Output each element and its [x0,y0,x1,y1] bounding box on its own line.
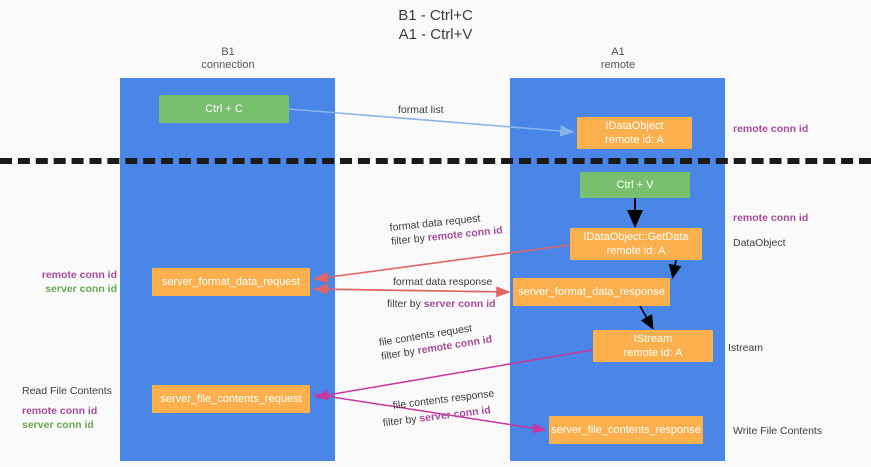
node-ctrl-c-label: Ctrl + C [205,103,243,115]
column-header-b1: B1 connection [128,46,328,72]
annotation-remote-conn-id-top: remote conn id [733,123,809,135]
node-getdata-label: IDataObject::GetData [583,231,689,243]
section-divider [0,158,871,164]
title-line-1: B1 - Ctrl+C [398,7,473,24]
node-server-format-data-request-label: server_format_data_request [161,276,301,288]
node-istream-label: IStream [633,333,673,345]
annotation-dataobject: DataObject [733,237,786,249]
filter-key-server-conn-id: server conn id [423,298,496,310]
node-server-file-contents-request[interactable]: server_file_contents_request [152,385,310,413]
node-ctrl-v-label: Ctrl + V [616,179,654,191]
column-header-a1: A1 remote [518,46,718,72]
edge-response-istream [639,305,654,330]
node-ctrl-v[interactable]: Ctrl + V [580,172,690,198]
edge-file-contents-request [314,349,593,401]
annotation-left-bot-server: server conn id [22,419,94,431]
column-a1-role: remote [600,59,636,71]
edge-label-format-data-response-filter: filter by server conn id [387,297,496,311]
edge-format-list [288,108,575,137]
column-b1-role: connection [201,59,255,71]
annotation-left-mid-remote: remote conn id [41,269,117,281]
annotation-remote-conn-id-mid: remote conn id [733,212,809,224]
node-ctrl-c[interactable]: Ctrl + C [159,95,289,123]
node-idataobject-label: IDataObject [605,120,664,132]
node-getdata[interactable]: IDataObject::GetData remote id: A [570,228,702,260]
edge-getdata-response [668,259,682,280]
node-istream-sub: remote id: A [623,347,683,359]
annotation-istream: Istream [728,342,764,354]
edge-label-format-list-text: format list [398,104,444,116]
filter-prefix: filter by [390,232,429,248]
node-server-file-contents-response[interactable]: server_file_contents_response [549,416,703,444]
node-idataobject-sub: remote id: A [605,134,664,146]
node-server-format-data-response-label: server_format_data_response [518,286,665,298]
filter-prefix: filter by [387,298,424,310]
node-server-format-data-request[interactable]: server_format_data_request [152,268,310,296]
annotation-left-bot-remote: remote conn id [22,405,98,417]
node-server-file-contents-response-label: server_file_contents_response [551,424,701,436]
edge-label-format-data-response: format data response filter by server co… [387,275,496,311]
annotation-left-mid-server: server conn id [45,283,117,295]
node-idataobject[interactable]: IDataObject remote id: A [577,117,692,149]
annotation-write-file-contents: Write File Contents [733,425,823,437]
edge-format-data-request [313,244,570,283]
node-server-format-data-response[interactable]: server_format_data_response [513,278,670,306]
edge-label-format-data-response-text: format data response [393,276,493,288]
page-title: B1 - Ctrl+C A1 - Ctrl+V [0,6,871,44]
node-istream[interactable]: IStream remote id: A [593,330,713,362]
node-server-file-contents-request-label: server_file_contents_request [160,393,302,405]
edge-format-data-response-left [313,283,510,295]
edge-file-contents-response [312,393,547,434]
annotation-left-bottom: Read File Contents remote conn id server… [22,384,132,432]
annotation-left-middle: remote conn id server conn id [22,268,117,296]
title-line-2: A1 - Ctrl+V [398,26,473,43]
column-a1-name: A1 [611,46,625,58]
column-b1-name: B1 [221,46,235,58]
annotation-read-file-contents: Read File Contents [22,385,112,397]
node-getdata-sub: remote id: A [606,245,666,257]
edge-label-format-list: format list [398,103,444,117]
